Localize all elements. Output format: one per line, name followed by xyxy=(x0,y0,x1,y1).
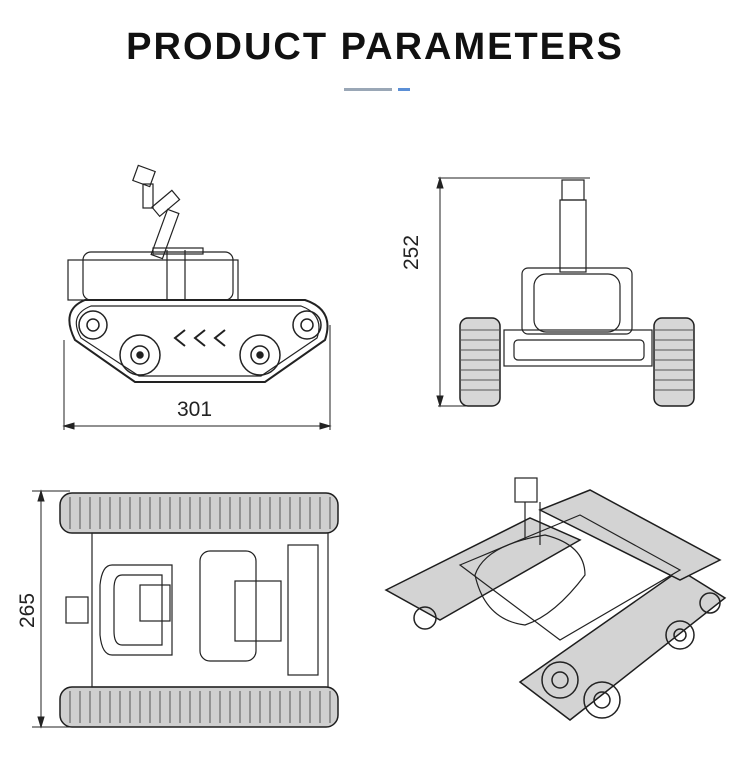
front-view-drawing xyxy=(436,176,695,408)
side-view-drawing xyxy=(62,164,332,430)
width-dimension-label: 301 xyxy=(177,398,213,421)
title-underline-blue xyxy=(398,88,410,91)
length-dimension-label: 265 xyxy=(16,592,39,628)
isometric-view-drawing xyxy=(384,477,727,721)
page-title: PRODUCT PARAMETERS xyxy=(126,26,624,68)
top-view-drawing xyxy=(32,489,339,729)
height-dimension-label: 252 xyxy=(400,234,423,270)
title-underline-gray xyxy=(344,88,392,91)
